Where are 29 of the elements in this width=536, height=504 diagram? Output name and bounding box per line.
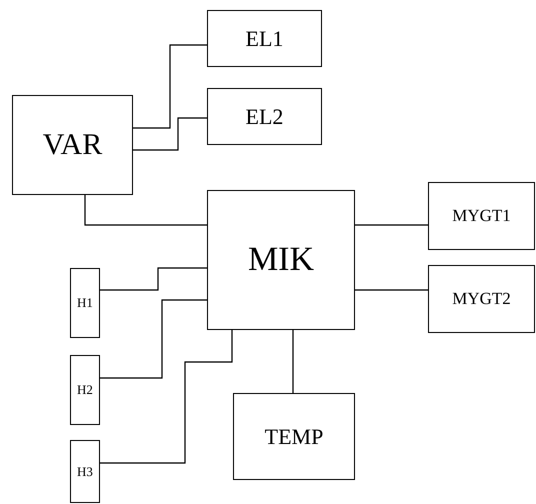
block-box [70,440,100,503]
connector-line [292,330,294,393]
block-label: VAR [42,128,102,162]
block-box [207,10,322,67]
block-box [70,355,100,425]
block-label: MYGT1 [452,206,511,226]
connector-line [84,195,207,226]
block-box [428,182,535,250]
block-label: H3 [77,464,93,480]
block-box [70,268,100,338]
block-box [12,95,133,195]
connector-line [100,299,207,379]
block-label: H1 [77,295,93,311]
connector-line [355,224,428,226]
block-label: MIK [248,241,314,279]
connector-line [355,289,428,291]
block-label: EL1 [246,26,284,52]
block-label: H2 [77,382,93,398]
connector-line [133,117,207,151]
block-box [207,190,355,330]
block-box [207,88,322,145]
connector-line [100,330,233,464]
block-label: EL2 [246,104,284,130]
connector-line [133,44,207,129]
block-box [233,393,355,480]
block-box [428,265,535,333]
block-label: TEMP [264,424,324,450]
block-label: MYGT2 [452,289,511,309]
connector-line [100,267,207,291]
